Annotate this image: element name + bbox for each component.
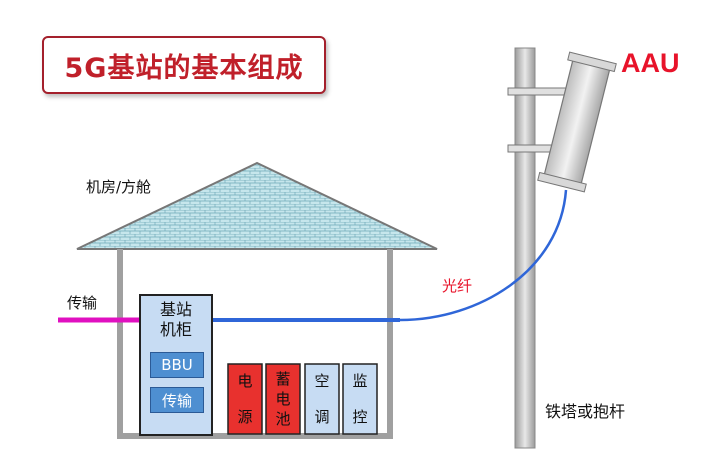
tower-pole — [514, 47, 536, 449]
cabinet-title-line2: 机柜 — [159, 320, 192, 339]
fiber-label: 光纤 — [442, 277, 473, 295]
house-walls — [117, 249, 393, 439]
power-unit-text: 电源 — [237, 372, 253, 426]
fiber-line-curve — [399, 189, 568, 322]
battery-unit — [265, 363, 301, 435]
cabinet-title: 基站 机柜 — [140, 300, 212, 340]
battery-unit-text: 蓄电池 — [275, 370, 291, 428]
tower-label: 铁塔或抱杆 — [545, 402, 626, 421]
roof — [76, 161, 438, 250]
ac-unit — [304, 363, 340, 435]
title-box: 5G基站的基本组成 — [42, 36, 326, 94]
monitor-unit-text: 监控 — [352, 372, 368, 426]
power-unit — [227, 363, 263, 435]
aau-label: AAU — [621, 48, 680, 78]
room-label: 机房/方舱 — [86, 178, 152, 196]
transmission-label: 传输 — [67, 294, 98, 312]
monitor-unit — [342, 363, 378, 435]
transmission-module: 传输 — [150, 387, 204, 413]
cabinet-title-line1: 基站 — [159, 300, 192, 319]
page-title: 5G基站的基本组成 — [64, 52, 304, 84]
aau-antenna — [537, 51, 617, 193]
bbu-module: BBU — [150, 352, 204, 378]
ac-unit-text: 空调 — [314, 372, 330, 426]
